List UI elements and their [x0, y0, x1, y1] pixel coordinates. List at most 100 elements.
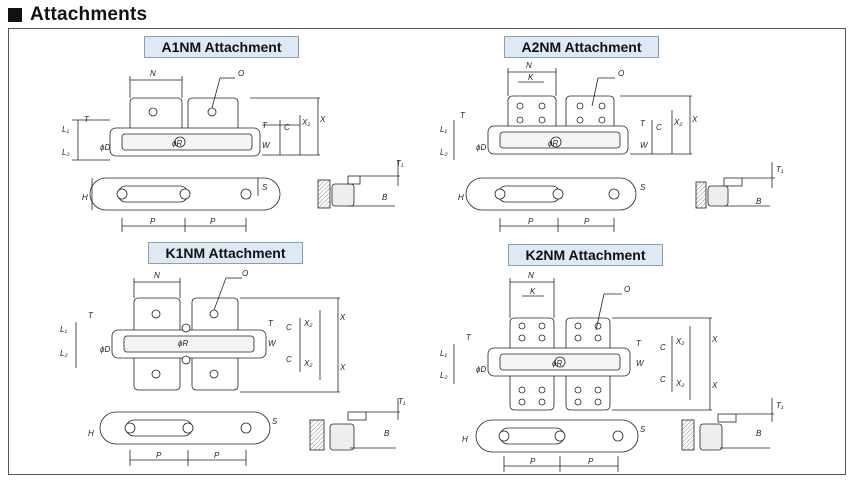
- k1nm-drawing: [75, 277, 400, 466]
- a1nm-rivet: [148, 107, 158, 117]
- k2nm-label-x2b: X₂: [675, 379, 684, 388]
- k2nm-label-p2: P: [588, 457, 594, 466]
- a2nm-label-x2: X₂: [673, 118, 682, 127]
- k1nm-label-n: N: [154, 271, 160, 280]
- a1nm-rivet: [207, 107, 217, 117]
- a2nm-label-h: H: [458, 193, 464, 202]
- a2nm-label-l1: L₁: [440, 125, 447, 134]
- k2nm-label-d: ϕD: [476, 365, 486, 374]
- a2nm-label-o: O: [618, 69, 624, 78]
- k1nm-label-l2: L₂: [60, 349, 68, 358]
- k1nm-label-d: ϕD: [100, 345, 110, 354]
- a2nm-labels: N K O T L₁ L₂ ϕD ϕR T W C X₂ X S H P P B…: [440, 61, 784, 226]
- panel-title-k1nm: K1NM Attachment: [148, 242, 303, 264]
- k1nm-label-x2: X: [339, 363, 346, 372]
- a1nm-label-c: C: [284, 123, 290, 132]
- k2nm-label-t: T: [466, 333, 472, 342]
- k1nm-label-x1: X: [339, 313, 346, 322]
- a1nm-label-x2: X₂: [301, 118, 310, 127]
- a2nm-label-t1: T₁: [776, 165, 784, 174]
- a1nm-label-l2: L₂: [62, 148, 70, 157]
- a1nm-label-l1: L₁: [62, 125, 69, 134]
- k2nm-label-t2: T: [636, 339, 642, 348]
- a1nm-label-s: S: [262, 183, 268, 192]
- a1nm-label-p2: P: [210, 217, 216, 226]
- k2nm-label-c1: C: [660, 343, 666, 352]
- k2nm-label-n: N: [528, 271, 534, 280]
- a2nm-label-t: T: [460, 111, 466, 120]
- diagram-frame: [8, 28, 846, 475]
- header-square-icon: [8, 8, 22, 22]
- section-title: Attachments: [30, 4, 148, 25]
- a1nm-drawing: [72, 76, 400, 232]
- k1nm-label-t1: T₁: [398, 397, 406, 406]
- k1nm-label-x2b: X₂: [303, 359, 312, 368]
- k1nm-label-w: W: [268, 339, 277, 348]
- k2nm-label-k: K: [530, 287, 536, 296]
- a1nm-label-r: ϕR: [172, 139, 182, 148]
- panel-title-a1nm: A1NM Attachment: [144, 36, 299, 58]
- a2nm-label-p2: P: [584, 217, 590, 226]
- k2nm-label-t1: T₁: [776, 401, 784, 410]
- k2nm-label-w: W: [636, 359, 645, 368]
- k1nm-label-p1: P: [156, 451, 162, 460]
- a1nm-label-t: T: [84, 115, 90, 124]
- a2nm-label-d: ϕD: [476, 143, 486, 152]
- k2nm-drawing: [453, 278, 774, 472]
- k2nm-label-l1: L₁: [440, 349, 447, 358]
- a2nm-label-l2: L₂: [440, 148, 448, 157]
- a2nm-label-b: B: [756, 197, 762, 206]
- k1nm-label-p2: P: [214, 451, 220, 460]
- k1nm-label-h: H: [88, 429, 94, 438]
- a2nm-label-t2: T: [640, 119, 646, 128]
- k2nm-label-x2: X: [711, 381, 718, 390]
- a1nm-labels: N O T L₁ L₂ ϕD ϕR T W C X₂ X S H P P B T…: [62, 69, 404, 226]
- k1nm-label-s: S: [272, 417, 278, 426]
- k1nm-label-t2: T: [268, 319, 274, 328]
- a2nm-label-s: S: [640, 183, 646, 192]
- a1nm-label-t1: T₁: [396, 159, 404, 168]
- a1nm-label-w: W: [262, 141, 271, 150]
- a1nm-label-d: ϕD: [100, 143, 110, 152]
- k1nm-label-o: O: [242, 269, 248, 278]
- a1nm-roller: [174, 136, 186, 148]
- k1nm-label-b: B: [384, 429, 390, 438]
- k2nm-label-s: S: [640, 425, 646, 434]
- k1nm-label-c1: C: [286, 323, 292, 332]
- k1nm-label-c2: C: [286, 355, 292, 364]
- a2nm-label-p1: P: [528, 217, 534, 226]
- a2nm-label-x: X: [691, 115, 698, 124]
- k1nm-labels: N O T L₁ L₂ ϕD ϕR T W C C X₂ X₂ X X S H …: [60, 269, 406, 460]
- a1nm-label-o: O: [238, 69, 244, 78]
- a2nm-label-n: N: [526, 61, 532, 70]
- a1nm-label-h: H: [82, 193, 88, 202]
- k2nm-label-x1: X: [711, 335, 718, 344]
- panel-title-a2nm: A2NM Attachment: [504, 36, 659, 58]
- k2nm-label-c2: C: [660, 375, 666, 384]
- k2nm-label-l2: L₂: [440, 371, 448, 380]
- a2nm-label-c: C: [656, 123, 662, 132]
- k1nm-label-x2a: X₂: [303, 319, 312, 328]
- a2nm-label-k: K: [528, 73, 534, 82]
- k2nm-label-p1: P: [530, 457, 536, 466]
- a1nm-label-b: B: [382, 193, 388, 202]
- k1nm-label-l1: L₁: [60, 325, 67, 334]
- k2nm-label-x2a: X₂: [675, 337, 684, 346]
- a1nm-label-x: X: [319, 115, 326, 124]
- a2nm-label-w: W: [640, 141, 649, 150]
- a1nm-label-n: N: [150, 69, 156, 78]
- a2nm-drawing: [453, 68, 775, 232]
- k2nm-label-r: ϕR: [552, 359, 562, 368]
- section-header: Attachments: [8, 4, 147, 26]
- k2nm-label-o: O: [624, 285, 630, 294]
- a1nm-label-p1: P: [150, 217, 156, 226]
- panel-title-k2nm: K2NM Attachment: [508, 244, 663, 266]
- k2nm-labels: N K O T L₁ L₂ ϕD ϕR T W C C X₂ X₂ X X S …: [440, 271, 784, 466]
- k1nm-label-r: ϕR: [178, 339, 188, 348]
- k2nm-label-h: H: [462, 435, 468, 444]
- a1nm-label-t2: T: [262, 121, 268, 130]
- k2nm-label-b: B: [756, 429, 762, 438]
- k1nm-label-t: T: [88, 311, 94, 320]
- a2nm-label-r: ϕR: [548, 139, 558, 148]
